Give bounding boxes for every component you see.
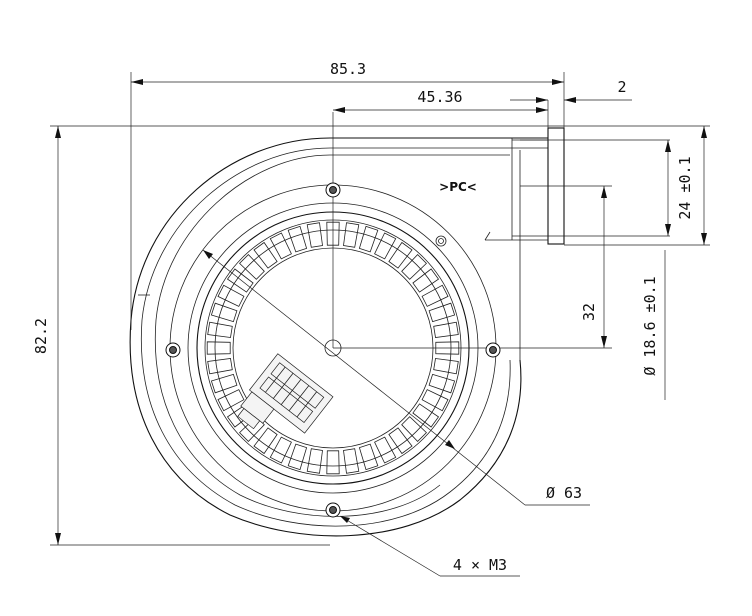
mounting-hole-bottom [325, 502, 341, 518]
impeller-blade [401, 254, 427, 280]
dimension-hub-diameter: Ø 18.6 ±0.1 [641, 250, 666, 400]
impeller-blade [343, 448, 360, 474]
impeller-blade [358, 225, 379, 253]
impeller-blade [207, 358, 233, 375]
impeller-blade [412, 268, 440, 293]
impeller-blade [207, 321, 233, 338]
impeller-blade [326, 450, 340, 475]
housing-marking: >PC< [439, 180, 477, 194]
impeller-blade [421, 284, 449, 307]
mounting-hole-left [165, 342, 181, 358]
dimension-mounting-holes: 4 × M3 [339, 515, 520, 577]
impeller-blade [421, 389, 449, 412]
svg-text:82.2: 82.2 [32, 318, 50, 354]
svg-text:Ø 18.6 ±0.1: Ø 18.6 ±0.1 [641, 276, 659, 375]
extension-lines [50, 72, 710, 546]
impeller-blade [210, 373, 238, 394]
impeller-blade [306, 222, 323, 248]
svg-text:85.3: 85.3 [330, 60, 366, 78]
impeller-blade [269, 436, 292, 464]
impeller-blade [388, 241, 413, 269]
impeller-blade [217, 284, 245, 307]
impeller-blade [435, 341, 460, 355]
impeller-blade [358, 443, 379, 471]
mounting-hole-top [325, 182, 341, 198]
impeller-blade [343, 222, 360, 248]
dimension-flange-thickness: 2 [510, 78, 632, 103]
svg-text:4 × M3: 4 × M3 [453, 556, 507, 574]
impeller-blade [239, 254, 265, 280]
dimension-center-offset: 45.36 [333, 88, 548, 113]
svg-text:Ø 63: Ø 63 [546, 484, 582, 502]
impeller-blade [287, 225, 308, 253]
impeller-blade [217, 389, 245, 412]
dimension-overall-width: 85.3 [131, 60, 564, 85]
dimension-impeller-diameter: Ø 63 [202, 249, 590, 506]
svg-text:2: 2 [617, 78, 626, 96]
svg-text:45.36: 45.36 [417, 88, 462, 106]
impeller [169, 112, 612, 512]
impeller-blade [433, 321, 459, 338]
housing [129, 127, 565, 537]
motor-connector [237, 353, 334, 434]
impeller-blade [326, 221, 340, 246]
impeller-blades [206, 221, 460, 475]
impeller-blade [374, 436, 397, 464]
impeller-blade [306, 448, 323, 474]
svg-text:32: 32 [580, 303, 598, 321]
impeller-blade [428, 302, 456, 323]
mounting-holes [165, 182, 501, 518]
svg-text:24 ±0.1: 24 ±0.1 [676, 156, 694, 219]
dimension-outlet-height: 24 ±0.1 [665, 126, 707, 245]
screw-marker-icon [435, 235, 447, 247]
impeller-blade [226, 268, 254, 293]
dimension-overall-height: 82.2 [32, 126, 61, 545]
impeller-blade [210, 302, 238, 323]
impeller-blade [433, 358, 459, 375]
mounting-hole-right [485, 342, 501, 358]
impeller-blade [253, 427, 278, 455]
impeller-blade [374, 232, 397, 260]
impeller-blade [206, 341, 231, 355]
impeller-blade [287, 443, 308, 471]
impeller-blade [253, 241, 278, 269]
impeller-blade [412, 403, 440, 428]
impeller-blade [388, 427, 413, 455]
impeller-blade [428, 373, 456, 394]
impeller-blade [269, 232, 292, 260]
impeller-blade [401, 416, 427, 442]
dimension-outlet-center: 32 [580, 186, 607, 348]
